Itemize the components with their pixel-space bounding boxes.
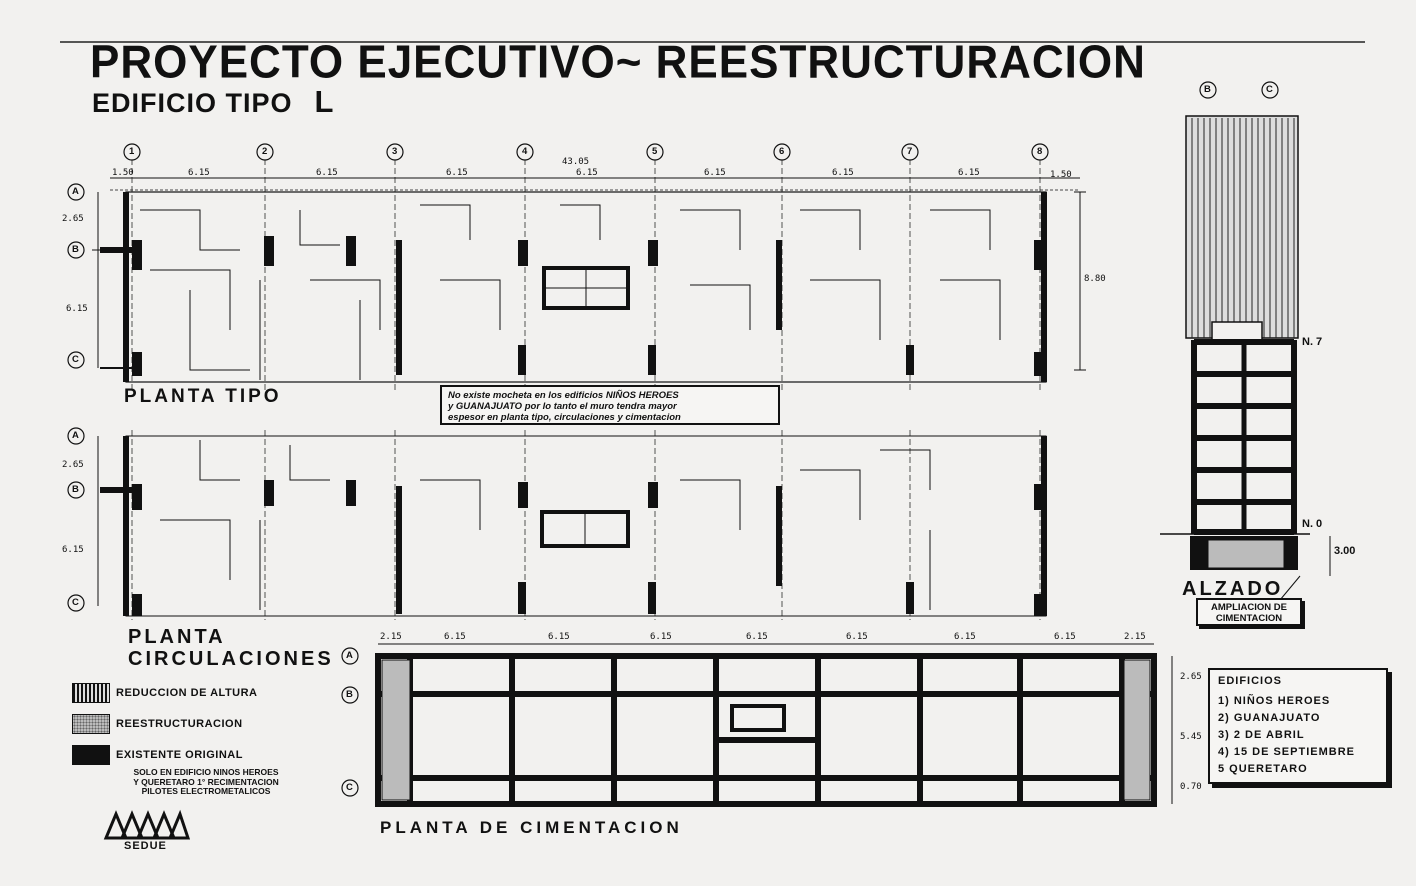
dim-cim-edge-left: 2.15: [380, 632, 402, 642]
axis-row-c-circ: C: [72, 597, 79, 608]
dim-total: 43.05: [562, 157, 590, 167]
legend-reestructuracion: REESTRUCTURACION: [72, 714, 243, 734]
legend-existente-label: EXISTENTE ORIGINAL: [116, 749, 243, 761]
dim-right-total: 8.80: [1084, 274, 1106, 284]
dim-cim-edge-right: 2.15: [1124, 632, 1146, 642]
dim-bay-1: 6.15: [188, 168, 210, 178]
axis-col-6: 6: [779, 146, 785, 157]
axis-row-b-circ: B: [72, 484, 79, 495]
level-top: N. 7: [1302, 336, 1323, 348]
legend-note-line-1: SOLO EN EDIFICIO NINOS HEROES: [133, 767, 279, 777]
dim-bay-4: 6.15: [576, 168, 598, 178]
hatch-swatch-icon: [72, 683, 110, 703]
axis-row-c-tipo: C: [72, 354, 79, 365]
dim-edge-right: 1.50: [1050, 170, 1072, 180]
note-line-3: espesor en planta tipo, circulaciones y …: [448, 412, 681, 423]
axis-col-5: 5: [652, 146, 658, 157]
planta-cimentacion-drawing: [375, 643, 1173, 807]
axis-row-a-cim: A: [346, 650, 353, 661]
dim-cim-bay-7: 6.15: [1054, 632, 1076, 642]
legend-reduccion-label: REDUCCION DE ALTURA: [116, 687, 258, 699]
dim-cim-bottom: 0.70: [1180, 782, 1202, 792]
axis-row-b-cim: B: [346, 689, 353, 700]
solid-swatch-icon: [72, 745, 110, 765]
dim-bay-5: 6.15: [704, 168, 726, 178]
planta-circulaciones-label-2: CIRCULACIONES: [128, 648, 334, 670]
planta-circulaciones-drawing: [97, 430, 1047, 620]
alzado-drawing: [1160, 115, 1331, 601]
axis-elev-c: C: [1266, 84, 1273, 95]
building-type-letter: L: [314, 84, 335, 119]
dim-bay-3: 6.15: [446, 168, 468, 178]
axis-row-a-circ: A: [72, 430, 79, 441]
axis-col-3: 3: [392, 146, 398, 157]
dim-cim-row-bc: 5.45: [1180, 732, 1202, 742]
legend-reestructuracion-label: REESTRUCTURACION: [116, 718, 243, 730]
dim-cim-bay-3: 6.15: [650, 632, 672, 642]
axis-col-8: 8: [1037, 146, 1043, 157]
sedue-logo-icon: [103, 809, 190, 840]
axis-row-c-cim: C: [346, 782, 353, 793]
ampliacion-line-2: CIMENTACION: [1215, 613, 1283, 624]
legend-existente: EXISTENTE ORIGINAL: [72, 745, 243, 765]
edificio-item: 5 QUERETARO: [1218, 763, 1308, 775]
axis-row-a-tipo: A: [72, 186, 79, 197]
edificios-title: EDIFICIOS: [1218, 675, 1283, 687]
legend-reduccion: REDUCCION DE ALTURA: [72, 683, 258, 703]
dotted-swatch-icon: [72, 714, 110, 734]
dim-cim-bay-5: 6.15: [846, 632, 868, 642]
axis-bubbles: [67, 81, 1279, 797]
axis-col-2: 2: [262, 146, 268, 157]
building-type-label: EDIFICIO TIPO: [92, 88, 293, 118]
edificio-item: 3) 2 DE ABRIL: [1218, 729, 1305, 741]
dim-edge-left: 1.50: [112, 168, 134, 178]
edificio-item: 2) GUANAJUATO: [1218, 712, 1321, 724]
edificios-box: EDIFICIOS 1) NIÑOS HEROES 2) GUANAJUATO …: [1208, 668, 1388, 784]
sedue-logo-text: SEDUE: [124, 840, 167, 852]
note-line-2: y GUANAJUATO por lo tanto el muro tendra…: [448, 401, 677, 412]
dim-bay-6: 6.15: [832, 168, 854, 178]
edificio-item: 4) 15 DE SEPTIEMBRE: [1218, 746, 1355, 758]
axis-col-4: 4: [522, 146, 528, 157]
ampliacion-line-1: AMPLIACION DE: [1211, 602, 1287, 613]
dim-cim-bay-2: 6.15: [548, 632, 570, 642]
planta-cimentacion-label: PLANTA DE CIMENTACION: [380, 818, 683, 837]
dim-row-bc-tipo: 6.15: [66, 304, 88, 314]
dim-row-bc-circ: 6.15: [62, 545, 84, 555]
dim-cim-bay-6: 6.15: [954, 632, 976, 642]
planta-tipo-drawing: [92, 150, 1086, 390]
planta-circulaciones-label-1: PLANTA: [128, 626, 226, 648]
dim-row-ab-tipo: 2.65: [62, 214, 84, 224]
drawing-title: PROYECTO EJECUTIVO~ REESTRUCTURACION: [90, 36, 1146, 89]
dim-cim-bay-1: 6.15: [444, 632, 466, 642]
dim-row-ab-circ: 2.65: [62, 460, 84, 470]
dim-cim-row-ab: 2.65: [1180, 672, 1202, 682]
level-ground: N. 0: [1302, 518, 1323, 530]
axis-row-b-tipo: B: [72, 244, 79, 255]
note-line-1: No existe mocheta en los edificios NIÑOS…: [448, 390, 679, 401]
legend-note-line-3: PILOTES ELECTROMETALICOS: [141, 786, 271, 796]
dim-cim-bay-4: 6.15: [746, 632, 768, 642]
dim-bay-7: 6.15: [958, 168, 980, 178]
legend-note: SOLO EN EDIFICIO NINOS HEROES Y QUERETAR…: [86, 767, 326, 797]
axis-col-7: 7: [907, 146, 913, 157]
axis-col-1: 1: [129, 146, 135, 157]
dim-elev-depth: 3.00: [1334, 545, 1356, 557]
legend-note-line-2: Y QUERETARO 1° RECIMENTACION: [133, 776, 279, 787]
alzado-label: ALZADO: [1182, 578, 1284, 600]
ampliacion-box: AMPLIACION DE CIMENTACION: [1196, 598, 1302, 626]
axis-elev-b: B: [1204, 84, 1211, 95]
dim-bay-2: 6.15: [316, 168, 338, 178]
planta-tipo-label: PLANTA TIPO: [124, 386, 282, 407]
edificio-item: 1) NIÑOS HEROES: [1218, 695, 1331, 707]
note-box: No existe mocheta en los edificios NIÑOS…: [440, 385, 780, 425]
drawing-subtitle: EDIFICIO TIPO L: [92, 84, 334, 120]
